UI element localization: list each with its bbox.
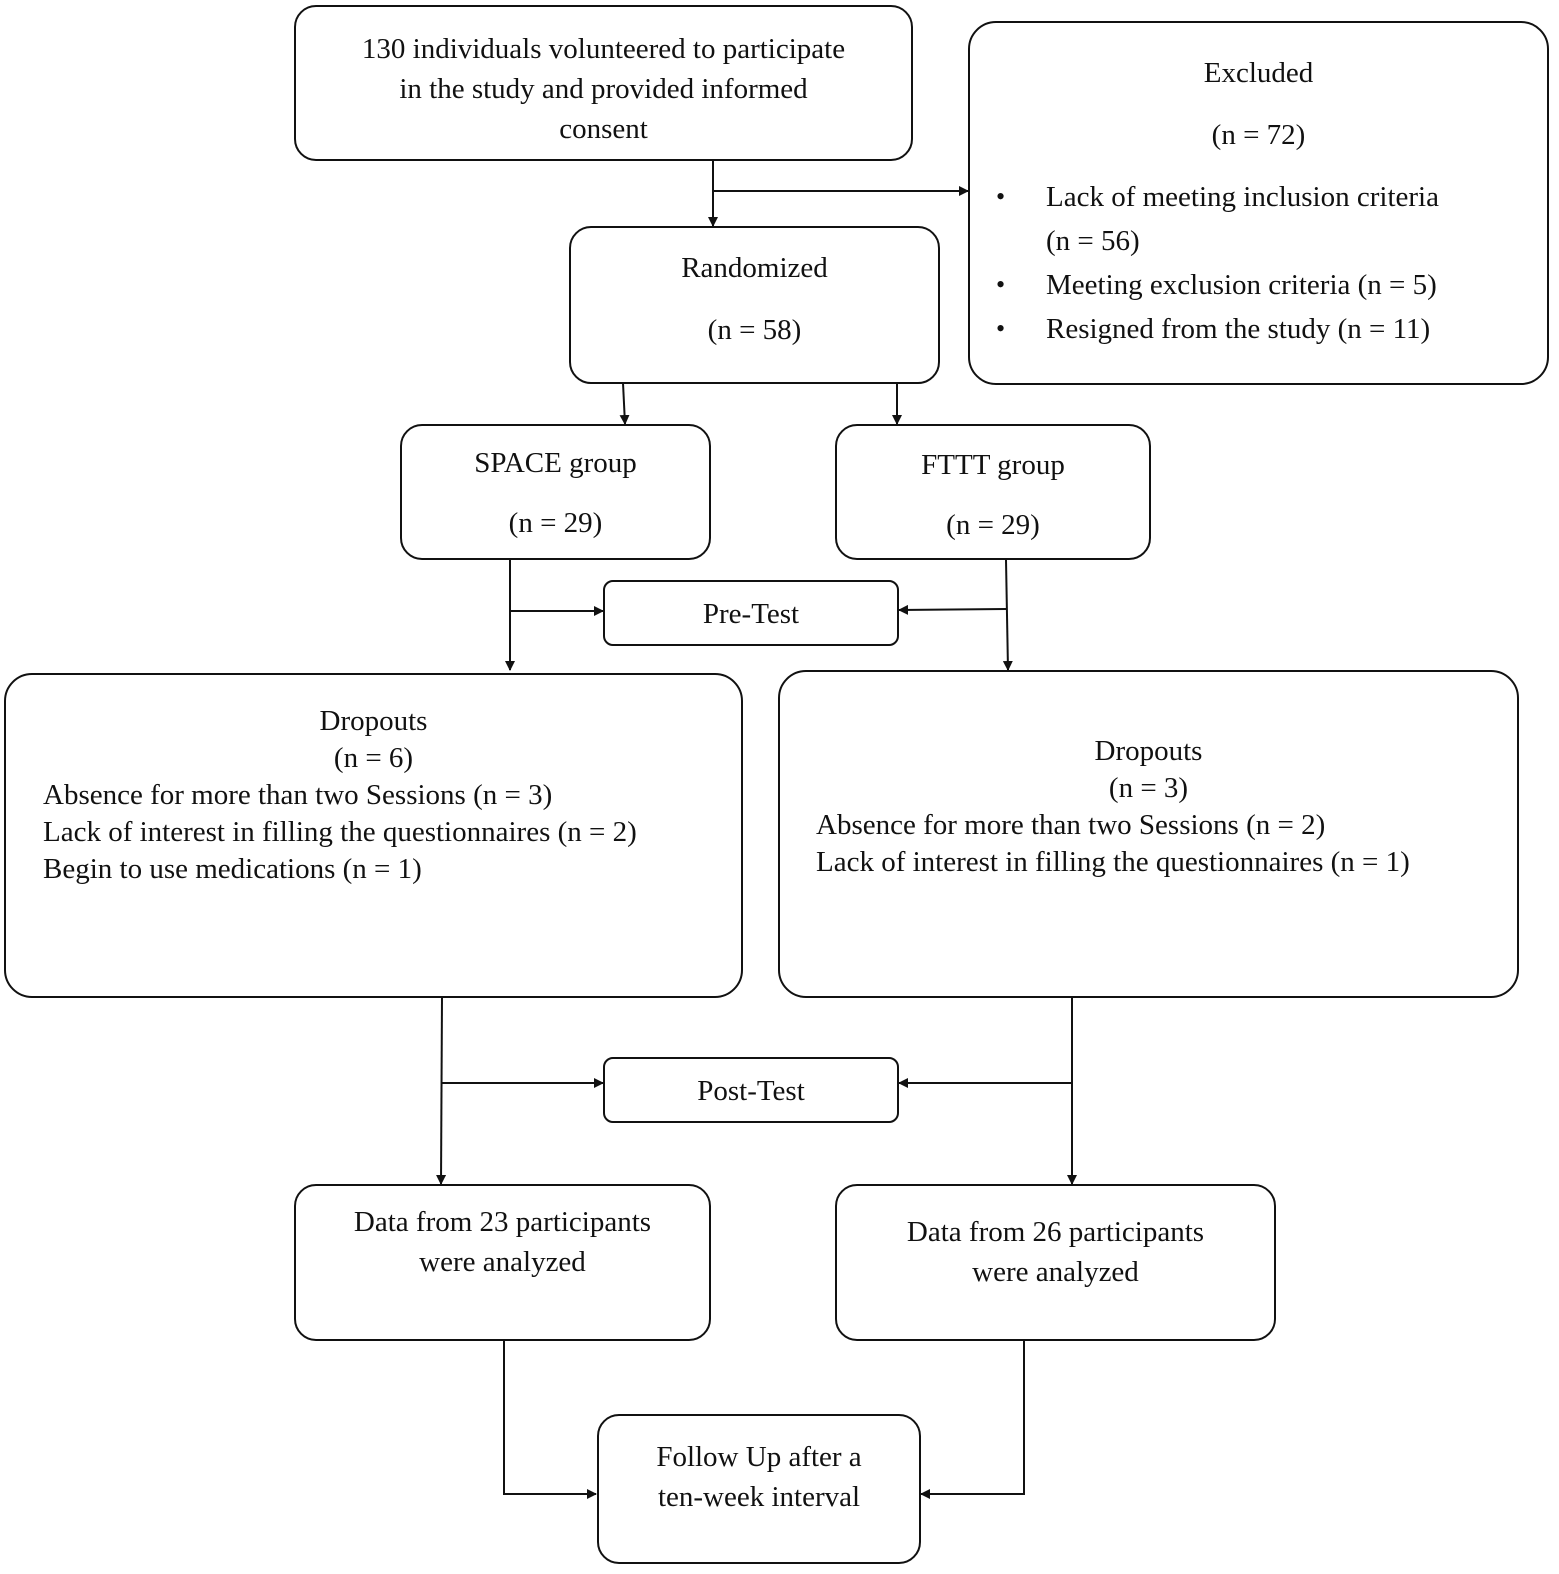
enrollment-line: in the study and provided informed	[399, 73, 808, 105]
exclusion-reason: Resigned from the study (n = 11)	[970, 307, 1547, 351]
randomized-title: Randomized	[681, 252, 828, 284]
pre-test-box: Pre-Test	[603, 580, 899, 646]
fttt-group-box: FTTT group (n = 29)	[835, 424, 1151, 560]
space-group-box: SPACE group (n = 29)	[400, 424, 711, 560]
dropouts-right-box: Dropouts (n = 3) Absence for more than t…	[778, 670, 1519, 998]
follow-up-line: Follow Up after a	[656, 1441, 862, 1473]
arrow-analyzed-right-to-followup	[920, 1341, 1025, 1499]
excluded-box: Excluded (n = 72) Lack of meeting inclus…	[968, 21, 1549, 385]
dropout-reason: Lack of interest in filling the question…	[43, 816, 637, 848]
space-group-title: SPACE group	[474, 447, 637, 479]
dropouts-left-box: Dropouts (n = 6) Absence for more than t…	[4, 673, 743, 998]
post-test-label: Post-Test	[697, 1075, 805, 1107]
follow-up-box: Follow Up after a ten-week interval	[597, 1414, 921, 1564]
dropouts-left-count: (n = 6)	[333, 742, 414, 774]
analyzed-right-line: were analyzed	[972, 1256, 1139, 1288]
dropout-reason: Absence for more than two Sessions (n = …	[816, 809, 1326, 841]
fttt-group-title: FTTT group	[921, 449, 1065, 481]
arrow-dropouts-left-to-analyzed	[436, 995, 447, 1185]
follow-up-line: ten-week interval	[657, 1481, 861, 1513]
dropout-reason: Lack of interest in filling the question…	[816, 846, 1410, 878]
pre-test-label: Pre-Test	[702, 598, 800, 630]
dropouts-left-title: Dropouts	[319, 705, 428, 737]
analyzed-left-line: Data from 23 participants	[353, 1206, 652, 1238]
excluded-count: (n = 72)	[1211, 119, 1306, 151]
exclusion-reason: Lack of meeting inclusion criteria (n = …	[970, 175, 1547, 263]
arrow-randomized-to-space	[619, 382, 630, 425]
dropouts-right-count: (n = 3)	[1108, 772, 1189, 804]
analyzed-right-box: Data from 26 participants were analyzed	[835, 1184, 1276, 1341]
fttt-group-count: (n = 29)	[946, 509, 1040, 541]
arrow-fttt-to-pretest	[898, 604, 1007, 615]
dropout-reason: Absence for more than two Sessions (n = …	[43, 779, 553, 811]
analyzed-left-line: were analyzed	[419, 1246, 586, 1278]
exclusion-reason-text: Lack of meeting inclusion criteria	[1046, 181, 1439, 213]
enrollment-box: 130 individuals volunteered to participa…	[294, 5, 913, 161]
dropouts-right-title: Dropouts	[1094, 735, 1203, 767]
randomized-box: Randomized (n = 58)	[569, 226, 940, 384]
post-test-box: Post-Test	[603, 1057, 899, 1123]
arrow-analyzed-left-to-followup	[503, 1341, 597, 1499]
dropout-reason: Begin to use medications (n = 1)	[43, 853, 422, 885]
space-group-count: (n = 29)	[508, 507, 603, 539]
exclusion-reasons: Lack of meeting inclusion criteria (n = …	[970, 175, 1547, 351]
exclusion-reason: Meeting exclusion criteria (n = 5)	[970, 263, 1547, 307]
randomized-count: (n = 58)	[707, 314, 802, 346]
analyzed-right-line: Data from 26 participants	[906, 1216, 1205, 1248]
arrow-fttt-to-dropouts	[1002, 559, 1013, 671]
analyzed-left-box: Data from 23 participants were analyzed	[294, 1184, 711, 1341]
enrollment-line: consent	[559, 113, 648, 145]
excluded-title: Excluded	[1203, 57, 1314, 89]
exclusion-reason-count: (n = 56)	[1046, 225, 1140, 257]
enrollment-line: 130 individuals volunteered to participa…	[361, 33, 846, 65]
